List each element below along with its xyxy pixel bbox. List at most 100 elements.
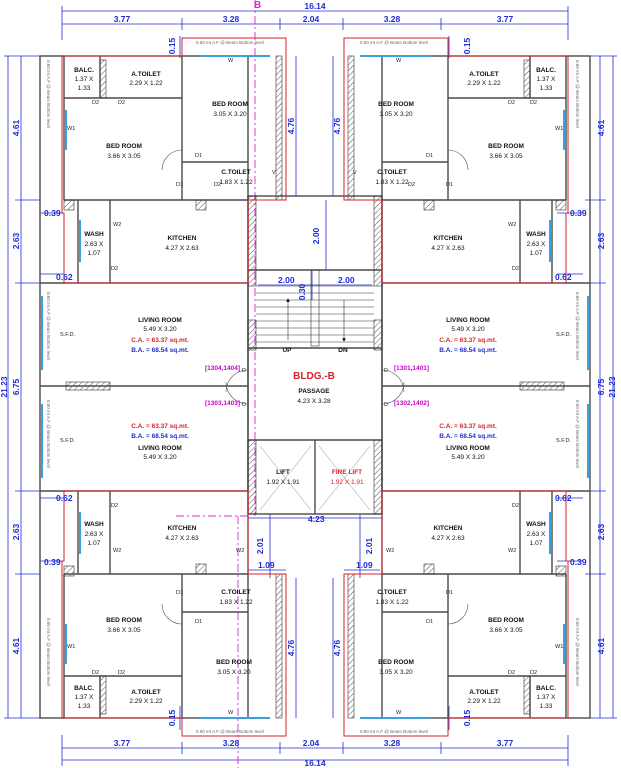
balc-size-tr-2: 1.33	[540, 85, 553, 92]
sill-note-bottom-right: 0.60 mt A.F @ Beam Bottom level	[360, 729, 428, 734]
door-tags: D2 D2 W1 D1 D1 D2 V W W2 D2 S.F.D. D D2 …	[60, 58, 571, 716]
tag-sfd-tl: S.F.D.	[60, 332, 75, 338]
bedroom-b-label-br: BED ROOM	[488, 617, 524, 624]
fire-lift-label: FIRE LIFT	[332, 469, 362, 476]
dim-015-bl: 0.15	[167, 709, 177, 726]
tag-v-tr: V	[353, 170, 357, 176]
dim-015-tl: 0.15	[167, 37, 177, 54]
atoilet-size-bl: 2.29 X 1.22	[129, 698, 163, 705]
ca-tl: C.A. = 63.37 sq.mt.	[131, 337, 189, 344]
tag-d-bl: D	[242, 402, 246, 408]
bedroom-b-size-br: 3.66 X 3.05	[489, 627, 523, 634]
sill-note-left-3: 0.60 mt A.F @ Beam Bottom level	[46, 292, 51, 360]
room-labels: BALC. 1.37 X 1.33 A.TOILET 2.29 X 1.22 B…	[74, 67, 556, 710]
tag-sfd-tr: S.F.D.	[556, 332, 571, 338]
dim-015-br: 0.15	[462, 709, 472, 726]
ctoilet-size-br: 1.83 X 1.22	[375, 599, 409, 606]
atoilet-size-tr: 2.29 X 1.22	[467, 80, 501, 87]
dim-039-tl: 0.39	[44, 208, 61, 218]
living-label-tl: LIVING ROOM	[138, 317, 182, 324]
tag-d1-tr-1: D1	[426, 153, 433, 159]
tag-d-br: D	[384, 402, 388, 408]
sill-note-left-2: 0.60 mt A.F @ Beam Bottom level	[46, 618, 51, 686]
atoilet-size-tl: 2.29 X 1.22	[129, 80, 163, 87]
dim-062-br: 0.62	[555, 493, 572, 503]
bedroom-a-label-tl: BED ROOM	[212, 101, 248, 108]
wash-size-tl-2: 1.07	[88, 250, 101, 257]
ca-br: C.A. = 63.37 sq.mt.	[439, 423, 497, 430]
tag-d2-tr-3: D2	[408, 182, 415, 188]
tag-w1-tr: W1	[555, 126, 563, 132]
ctoilet-size-tr: 1.83 X 1.22	[375, 179, 409, 186]
dim-201-left: 2.01	[255, 537, 265, 554]
dim-062-tr: 0.62	[555, 272, 572, 282]
living-label-bl: LIVING ROOM	[138, 445, 182, 452]
dim-total-right: 21.23	[607, 376, 617, 398]
dim-left-seg-1: 4.61	[11, 119, 21, 136]
bedroom-b-label-bl: BED ROOM	[106, 617, 142, 624]
ba-br: B.A. = 68.54 sq.mt.	[439, 433, 497, 440]
staircase	[256, 269, 374, 347]
tag-w2-bl: W2	[113, 548, 121, 554]
wash-size-bl-2: 1.07	[88, 540, 101, 547]
sill-note-right-2: 0.60 mt A.F @ Beam Bottom level	[575, 618, 580, 686]
area-labels: C.A. = 63.37 sq.mt. B.A. = 68.54 sq.mt. …	[131, 337, 497, 440]
balc-label-tl: BALC.	[74, 67, 94, 74]
tag-d1-bl-1: D1	[176, 590, 183, 596]
dim-total-top: 16.14	[304, 1, 326, 11]
dim-left-seg-3: 6.75	[11, 378, 21, 395]
bedroom-b-size-bl: 3.66 X 3.05	[107, 627, 141, 634]
living-size-bl: 5.49 X 3.20	[143, 454, 177, 461]
kitchen-label-br: KITCHEN	[434, 525, 463, 532]
bedroom-b-size-tr: 3.66 X 3.05	[489, 153, 523, 160]
atoilet-size-br: 2.29 X 1.22	[467, 698, 501, 705]
dim-039-tr: 0.39	[570, 208, 587, 218]
kitchen-size-bl: 4.27 X 2.63	[165, 535, 199, 542]
tag-d2-br-1: D2	[512, 503, 519, 509]
ctoilet-label-tr: C.TOILET	[377, 169, 407, 176]
lift-size: 1.92 X 1.91	[266, 479, 300, 486]
tag-w2-br: W2	[508, 548, 516, 554]
ctoilet-size-tl: 1.83 X 1.22	[219, 179, 253, 186]
unit-numbers: [1304,1404] [1301,1401] [1303,1403] [130…	[205, 365, 429, 407]
dim-stair-030: 0.30	[297, 283, 307, 300]
tag-w-bl: W	[228, 710, 234, 716]
fire-lift-labels: FIRE LIFT 1.92 X 1.91	[330, 469, 364, 486]
fire-lift-size: 1.92 X 1.91	[330, 479, 364, 486]
tag-d1-tl-2: D1	[176, 182, 183, 188]
balc-size-tl-1: 1.37 X	[75, 76, 94, 83]
offset-dimensions: 0.39 0.62 0.62 0.39 0.39 0.62 0.62 0.39 …	[44, 208, 587, 570]
sill-note-left-4: 0.60 mt A.F @ Beam Bottom level	[46, 400, 51, 468]
tag-d2-bl-3: D2	[118, 670, 125, 676]
tag-d2-tr-4: D2	[512, 266, 519, 272]
tag-d2-tl-3: D2	[214, 182, 221, 188]
atoilet-label-bl: A.TOILET	[131, 689, 161, 696]
tag-d2-bl-2: D2	[92, 670, 99, 676]
tag-d1-tr-2: D1	[446, 182, 453, 188]
dim-top-seg-3: 2.04	[303, 14, 320, 24]
tag-d2-1: D2	[92, 100, 99, 106]
lift-shafts	[259, 445, 371, 511]
passage-label: PASSAGE	[298, 388, 330, 395]
tag-w2-bl-2: W2	[236, 548, 244, 554]
tag-d2-br-3: D2	[530, 670, 537, 676]
door-swings	[161, 149, 469, 625]
bedroom-a-size-tr: 3.05 X 3.20	[379, 111, 413, 118]
tag-d1-br-2: D1	[426, 619, 433, 625]
wash-size-bl-1: 2.63 X	[85, 531, 104, 538]
balc-label-tr: BALC.	[536, 67, 556, 74]
tag-d2-tl-4: D2	[111, 266, 118, 272]
red-outlines	[61, 37, 569, 737]
tag-d2-tr-2: D2	[530, 100, 537, 106]
balc-label-br: BALC.	[536, 685, 556, 692]
dim-476-br: 4.76	[332, 639, 342, 656]
tag-d1-tl-1: D1	[195, 153, 202, 159]
bedroom-a-size-br: 3.05 X 3.20	[379, 669, 413, 676]
bedroom-a-size-tl: 3.05 X 3.20	[213, 111, 247, 118]
dim-bot-seg-3: 2.04	[303, 738, 320, 748]
dim-039-bl: 0.39	[44, 557, 61, 567]
wash-label-br: WASH	[526, 521, 546, 528]
tag-w2-tl: W2	[113, 222, 121, 228]
balc-size-bl-2: 1.33	[78, 703, 91, 710]
tag-d2-2: D2	[118, 100, 125, 106]
